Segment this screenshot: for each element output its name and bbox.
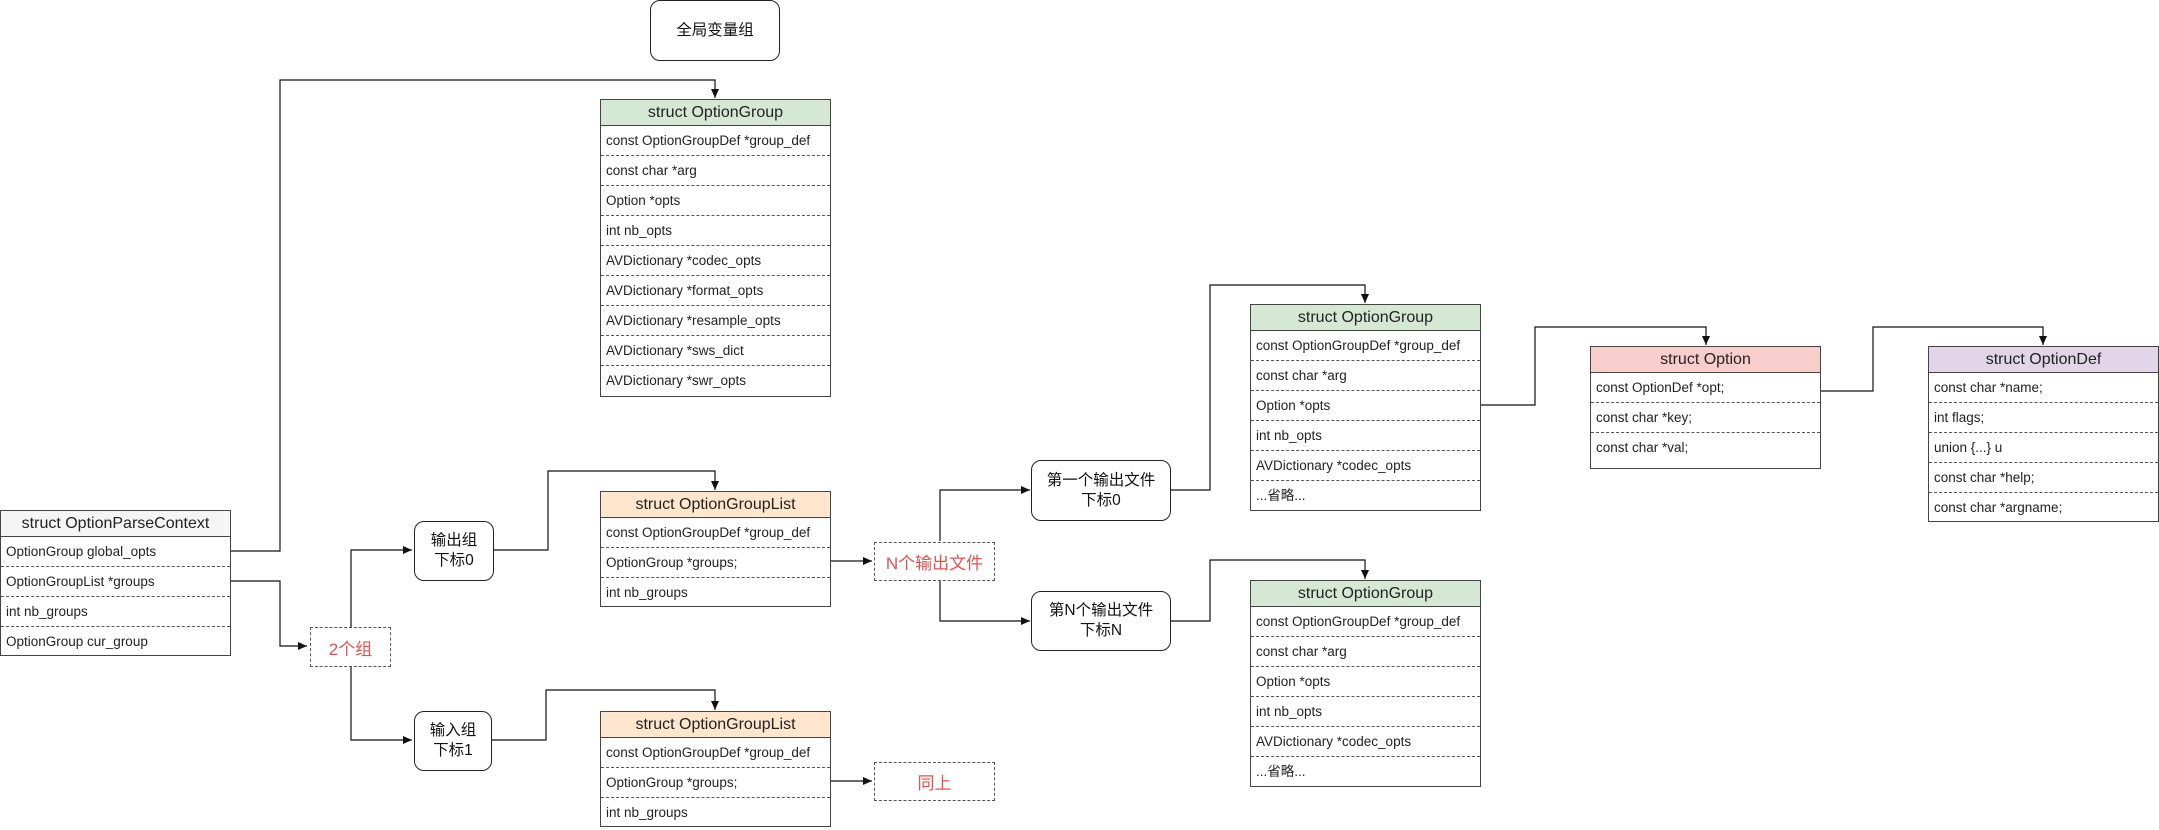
- field-omitted: ...省略...: [1256, 488, 1306, 503]
- field-nb-groups: int nb_groups: [606, 585, 688, 600]
- struct-title: struct Option: [1591, 347, 1820, 373]
- nth-output-box: 第N个输出文件 下标N: [1031, 591, 1171, 651]
- field-group-def: const OptionGroupDef *group_def: [601, 518, 830, 548]
- edge-two-groups-to-input-group: [350, 666, 412, 744]
- struct-title: struct OptionGroupList: [601, 712, 830, 738]
- edge-nth-output-to-filen-group: [1171, 559, 1369, 622]
- field-opts: Option *opts: [1251, 391, 1480, 421]
- field-opts: Option *opts: [601, 186, 830, 216]
- struct-option-parse-context: struct OptionParseContext OptionGroup gl…: [0, 510, 231, 656]
- struct-option: struct Option const OptionDef *opt; cons…: [1590, 346, 1821, 469]
- edge-global-opts-to-option-group: [230, 79, 719, 552]
- field-nb-opts: int nb_opts: [601, 216, 830, 246]
- field-groups: OptionGroup *groups;: [601, 548, 830, 578]
- field-argname: const char *argname;: [1934, 500, 2063, 515]
- edge-groups-to-two-groups: [230, 580, 307, 650]
- struct-option-group-global: struct OptionGroup const OptionGroupDef …: [600, 99, 831, 397]
- field-resample-opts: AVDictionary *resample_opts: [601, 306, 830, 336]
- n-outputs-note: N个输出文件: [874, 542, 995, 581]
- field-arg: const char *arg: [1251, 637, 1480, 667]
- edge-n-outputs-to-first-output: [939, 486, 1030, 541]
- field-group-def: const OptionGroupDef *group_def: [601, 738, 830, 768]
- field-group-def: const OptionGroupDef *group_def: [1251, 607, 1480, 637]
- field-codec-opts: AVDictionary *codec_opts: [601, 246, 830, 276]
- edge-opt-to-option-def: [1820, 326, 2047, 392]
- struct-title: struct OptionParseContext: [1, 511, 230, 537]
- input-group-box: 输入组 下标1: [414, 711, 492, 771]
- struct-title: struct OptionGroup: [1251, 305, 1480, 331]
- same-as-above-note: 同上: [874, 762, 995, 801]
- edge-output-group-to-output-list: [494, 470, 719, 551]
- field-nb-groups: int nb_groups: [1, 597, 230, 627]
- field-opts: Option *opts: [1251, 667, 1480, 697]
- field-nb-groups: int nb_groups: [606, 805, 688, 820]
- edge-two-groups-to-output-group: [350, 546, 412, 628]
- field-arg: const char *arg: [1251, 361, 1480, 391]
- field-key: const char *key;: [1591, 403, 1820, 433]
- struct-title: struct OptionGroup: [1251, 581, 1480, 607]
- output-group-box: 输出组 下标0: [414, 521, 494, 581]
- field-val: const char *val;: [1596, 440, 1689, 455]
- edge-first-output-to-file0-group: [1171, 284, 1369, 491]
- field-global-opts: OptionGroup global_opts: [1, 537, 230, 567]
- field-format-opts: AVDictionary *format_opts: [601, 276, 830, 306]
- field-swr-opts: AVDictionary *swr_opts: [606, 373, 747, 388]
- field-nb-opts: int nb_opts: [1251, 697, 1480, 727]
- field-flags: int flags;: [1929, 403, 2158, 433]
- edge-n-outputs-to-nth-output: [939, 581, 1030, 625]
- edge-input-group-to-input-list: [492, 689, 719, 741]
- field-cur-group: OptionGroup cur_group: [6, 634, 148, 649]
- struct-title: struct OptionGroup: [601, 100, 830, 126]
- struct-title: struct OptionDef: [1929, 347, 2158, 373]
- field-omitted: ...省略...: [1256, 764, 1306, 779]
- two-groups-note: 2个组: [310, 627, 391, 667]
- struct-option-group-file0: struct OptionGroup const OptionGroupDef …: [1250, 304, 1481, 511]
- struct-option-group-list-input: struct OptionGroupList const OptionGroup…: [600, 711, 831, 827]
- field-nb-opts: int nb_opts: [1251, 421, 1480, 451]
- field-name: const char *name;: [1929, 373, 2158, 403]
- struct-option-group-filen: struct OptionGroup const OptionGroupDef …: [1250, 580, 1481, 787]
- field-group-def: const OptionGroupDef *group_def: [1251, 331, 1480, 361]
- field-help: const char *help;: [1929, 463, 2158, 493]
- struct-option-def: struct OptionDef const char *name; int f…: [1928, 346, 2159, 522]
- field-groups: OptionGroupList *groups: [1, 567, 230, 597]
- struct-option-group-list-output: struct OptionGroupList const OptionGroup…: [600, 491, 831, 607]
- field-opt: const OptionDef *opt;: [1591, 373, 1820, 403]
- field-codec-opts: AVDictionary *codec_opts: [1251, 451, 1480, 481]
- field-group-def: const OptionGroupDef *group_def: [601, 126, 830, 156]
- field-groups: OptionGroup *groups;: [601, 768, 830, 798]
- field-codec-opts: AVDictionary *codec_opts: [1251, 727, 1480, 757]
- struct-title: struct OptionGroupList: [601, 492, 830, 518]
- edge-opts-to-option: [1480, 326, 1710, 406]
- first-output-box: 第一个输出文件 下标0: [1031, 460, 1171, 521]
- field-sws-dict: AVDictionary *sws_dict: [601, 336, 830, 366]
- global-vars-box: 全局变量组: [650, 0, 780, 61]
- field-arg: const char *arg: [601, 156, 830, 186]
- field-union-u: union {...} u: [1929, 433, 2158, 463]
